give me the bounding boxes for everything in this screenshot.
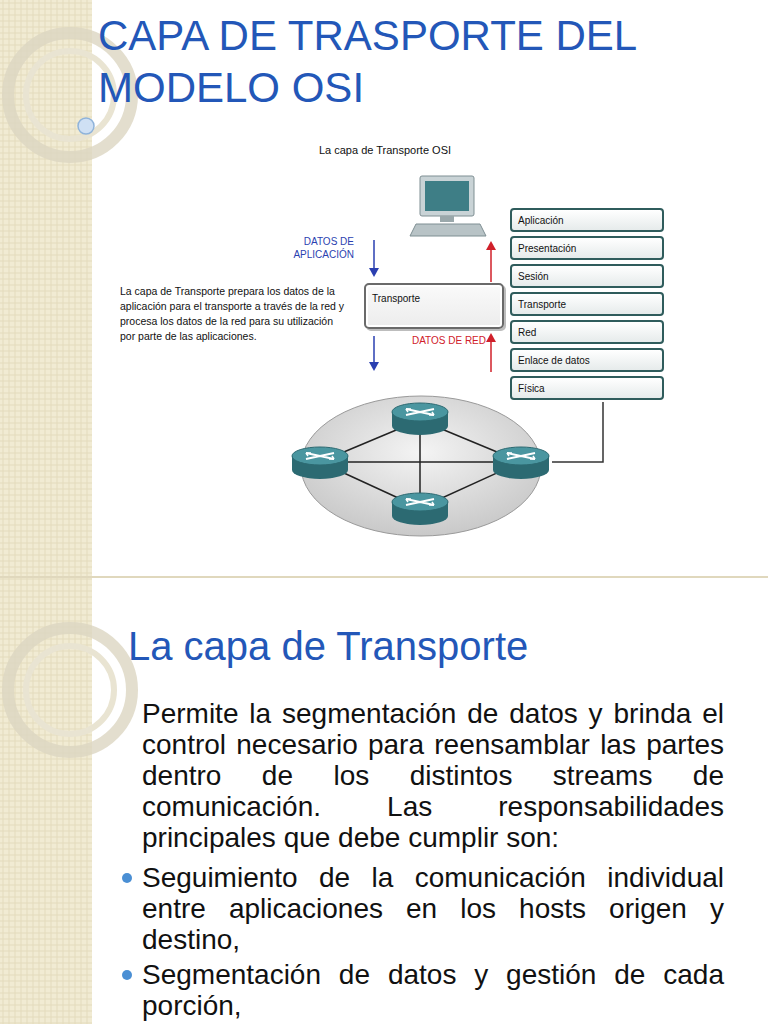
- osi-layer-box: Aplicación: [510, 208, 664, 232]
- explanation-note: La capa de Transporte prepara los datos …: [120, 284, 345, 344]
- deco-dot: [78, 118, 94, 134]
- osi-layer-box: Enlace de datos: [510, 348, 664, 372]
- box-label: Red: [518, 327, 536, 338]
- slide-divider: [0, 576, 768, 578]
- osi-layer-box: Física: [510, 376, 664, 400]
- box-label: Transporte: [518, 299, 566, 310]
- bullet-text: Segmentación de datos y gestión de cada …: [142, 959, 724, 1021]
- osi-layer-box: Red: [510, 320, 664, 344]
- section-heading: La capa de Transporte: [128, 622, 748, 670]
- box-label: Presentación: [518, 243, 576, 254]
- slide-title: CAPA DE TRASPORTE DEL MODELO OSI: [98, 10, 758, 114]
- box-label: Aplicación: [518, 215, 564, 226]
- data-flow-label: DATOS DE APLICACIÓN: [282, 235, 354, 261]
- figure-caption: La capa de Transporte OSI: [300, 143, 470, 157]
- box-label: Física: [518, 383, 545, 394]
- osi-layer-box: Sesión: [510, 264, 664, 288]
- osi-layer-box: Transporte: [510, 292, 664, 316]
- box-label: Transporte: [372, 293, 420, 304]
- deco-ring: [26, 646, 114, 734]
- computer-icon: [410, 176, 486, 236]
- osi-layer-box: Presentación: [510, 236, 664, 260]
- bullet-dot: [122, 970, 132, 980]
- box-label: Sesión: [518, 271, 549, 282]
- network-cloud: [292, 396, 603, 536]
- bullet-text: Seguimiento de la comunicación individua…: [142, 862, 724, 955]
- bullet-dot: [122, 873, 132, 883]
- deco-ring: [8, 628, 132, 752]
- data-flow-label: DATOS DE RED: [398, 334, 486, 347]
- box-label: Enlace de datos: [518, 355, 590, 366]
- body-paragraph: Permite la segmentación de datos y brind…: [142, 698, 724, 853]
- transport-highlight-box: Transporte: [364, 283, 504, 329]
